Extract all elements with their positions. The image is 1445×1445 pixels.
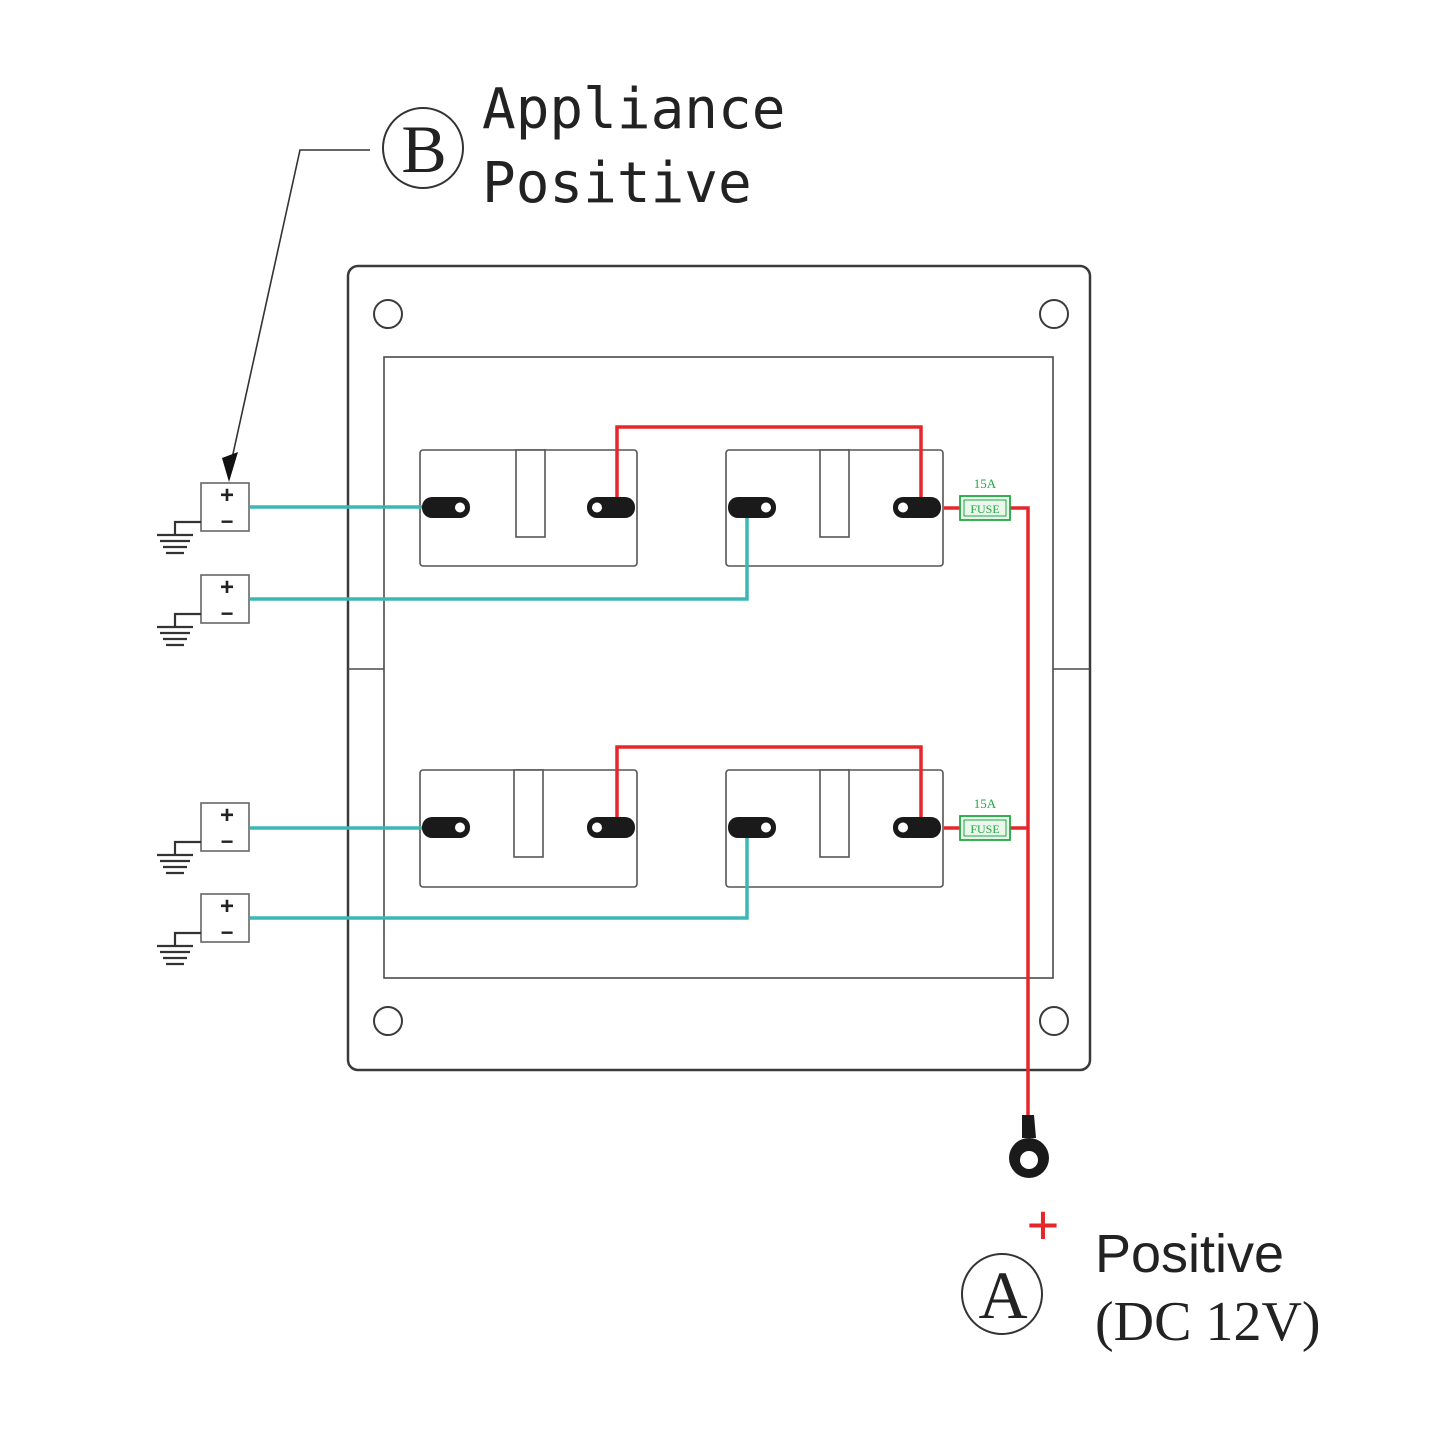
appliance-1[interactable]: + − xyxy=(157,482,250,555)
a-marker: A xyxy=(961,1253,1043,1335)
appliance-plus: + xyxy=(220,574,234,601)
ground-icon xyxy=(157,931,201,966)
fuse-rating: 15A xyxy=(974,796,997,811)
svg-text:A: A xyxy=(978,1257,1027,1333)
panel-inner-frame xyxy=(383,356,1054,979)
appliance-plus: + xyxy=(220,893,234,920)
fuse-wire-top xyxy=(1010,506,1030,1115)
b-leader-line xyxy=(228,149,370,473)
appliance-wire-2 xyxy=(250,515,749,601)
switch-terminal[interactable] xyxy=(422,817,470,838)
fuse-label: FUSE xyxy=(970,502,999,516)
jumper-wire-top xyxy=(615,425,923,500)
appliance-minus: − xyxy=(221,509,234,534)
mounting-hole-icon xyxy=(1039,1006,1069,1036)
switch-terminal[interactable] xyxy=(728,497,776,518)
switch-terminal[interactable] xyxy=(728,817,776,838)
switch-terminal[interactable] xyxy=(422,497,470,518)
b-label-line2: Positive xyxy=(482,151,752,216)
switch-4[interactable] xyxy=(725,769,944,888)
ground-icon xyxy=(157,840,201,875)
a-label-line2: (DC 12V) xyxy=(1095,1291,1321,1353)
switch-3[interactable] xyxy=(419,769,638,888)
appliance-plus: + xyxy=(220,802,234,829)
switch-terminal[interactable] xyxy=(893,497,941,518)
appliance-wire-4 xyxy=(250,835,749,920)
appliance-minus: − xyxy=(221,601,234,626)
a-plus-sign: + xyxy=(1027,1193,1060,1256)
mounting-hole-icon xyxy=(373,299,403,329)
appliance-2[interactable]: + − xyxy=(157,574,250,647)
switch-terminal[interactable] xyxy=(587,497,635,518)
appliance-3[interactable]: + − xyxy=(157,802,250,875)
appliance-plus: + xyxy=(220,482,234,509)
b-marker: B xyxy=(382,107,464,189)
svg-text:B: B xyxy=(401,111,446,187)
appliance-4[interactable]: + − xyxy=(157,893,250,966)
panel-plate xyxy=(346,264,1092,1072)
fuse-top[interactable]: 15A FUSE xyxy=(959,476,1011,521)
appliance-minus: − xyxy=(221,829,234,854)
arrow-head-icon xyxy=(222,452,238,482)
mounting-hole-icon xyxy=(1039,299,1069,329)
jumper-wire-bottom xyxy=(615,745,923,820)
fuse-bottom[interactable]: 15A FUSE xyxy=(959,796,1011,841)
switch-terminal[interactable] xyxy=(587,817,635,838)
fuse-rating: 15A xyxy=(974,476,997,491)
mounting-hole-icon xyxy=(373,1006,403,1036)
switch-2[interactable] xyxy=(725,449,944,567)
fuse-label: FUSE xyxy=(970,822,999,836)
a-label-line1: Positive xyxy=(1095,1224,1284,1284)
ground-icon xyxy=(157,612,201,647)
b-label-line1: Appliance xyxy=(482,77,785,142)
ring-terminal-icon[interactable] xyxy=(1009,1115,1049,1178)
switch-terminal[interactable] xyxy=(893,817,941,838)
appliance-minus: − xyxy=(221,920,234,945)
ground-icon xyxy=(157,520,201,555)
